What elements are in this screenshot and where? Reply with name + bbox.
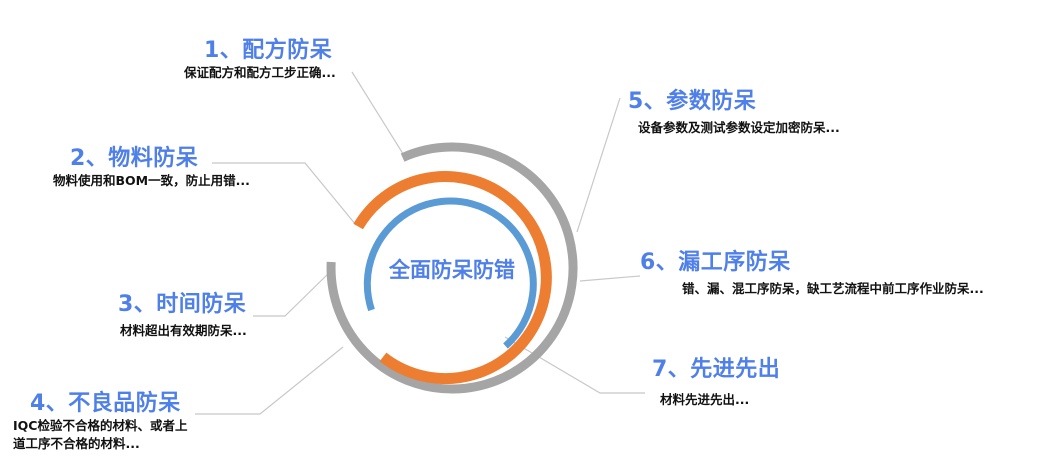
item-desc: 设备参数及测试参数设定加密防呆...: [638, 120, 840, 135]
item-title: 5、参数防呆: [628, 89, 757, 114]
leader-line-2: [212, 162, 357, 226]
item-desc: 物料使用和BOM一致，防止用错...: [53, 173, 250, 188]
item-desc: 材料超出有效期防呆...: [120, 323, 247, 338]
item-parameter-poka-yoke: 5、参数防呆 设备参数及测试参数设定加密防呆...: [628, 89, 840, 137]
leader-line-3: [253, 269, 333, 317]
item-fifo: 7、先进先出 材料先进先出...: [652, 357, 780, 409]
item-defective-poka-yoke: 4、不良品防呆 IQC检验不合格的材料、或者上 道工序不合格的材料...: [13, 391, 187, 453]
item-desc-line-1: IQC检验不合格的材料、或者上: [13, 418, 188, 433]
item-desc: 错、漏、混工序防呆，缺工艺流程中前工序作业防呆...: [682, 281, 984, 296]
item-title: 1、配方防呆: [204, 38, 333, 63]
leader-line-4: [195, 346, 344, 415]
item-missing-process-poka-yoke: 6、漏工序防呆 错、漏、混工序防呆，缺工艺流程中前工序作业防呆...: [640, 250, 984, 298]
item-title: 7、先进先出: [652, 357, 781, 382]
leader-line-5: [576, 97, 621, 233]
item-title: 2、物料防呆: [70, 146, 199, 171]
item-desc-line-2: 道工序不合格的材料...: [13, 436, 140, 451]
item-time-poka-yoke: 3、时间防呆 材料超出有效期防呆...: [118, 292, 247, 340]
item-recipe-poka-yoke: 1、配方防呆 保证配方和配方工步正确...: [184, 38, 336, 82]
leader-line-1: [351, 71, 406, 158]
outer-ring-arc: [326, 142, 578, 394]
item-material-poka-yoke: 2、物料防呆 物料使用和BOM一致，防止用错...: [53, 146, 250, 190]
center-label: 全面防呆防错: [389, 258, 515, 282]
item-title: 4、不良品防呆: [30, 391, 181, 416]
item-title: 6、漏工序防呆: [640, 250, 791, 275]
item-desc: 保证配方和配方工步正确...: [184, 65, 336, 80]
item-title: 3、时间防呆: [118, 292, 247, 317]
inner-ring-arc: [363, 197, 537, 349]
item-desc: 材料先进先出...: [660, 392, 750, 407]
leader-line-6: [579, 275, 641, 282]
middle-ring-arc: [353, 171, 552, 385]
